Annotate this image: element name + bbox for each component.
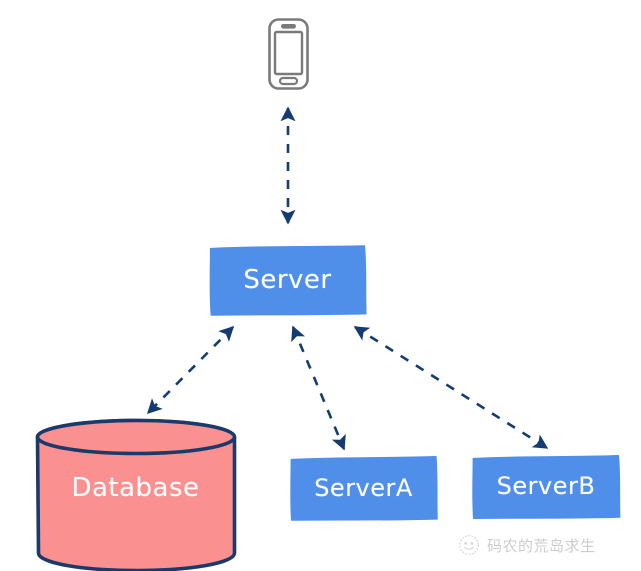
database-cylinder-top-ellipse <box>35 418 237 456</box>
node-client-phone[interactable] <box>268 18 309 90</box>
edge-server-database[interactable] <box>146 325 235 415</box>
node-serverb[interactable] <box>472 455 621 519</box>
mobile-phone-home-button <box>278 76 299 86</box>
server-box-shape <box>209 245 367 316</box>
servera-box-shape <box>290 456 438 521</box>
mobile-phone-speaker-slot <box>281 24 296 29</box>
node-servera[interactable] <box>290 456 438 521</box>
edge-server-database-line <box>146 325 235 415</box>
edge-server-servera[interactable] <box>291 325 346 451</box>
edge-server-servera-line <box>291 325 346 451</box>
edge-server-serverb[interactable] <box>353 325 549 450</box>
edge-server-serverb-line <box>353 325 549 450</box>
node-database[interactable] <box>35 418 237 571</box>
serverb-box-shape <box>472 455 621 519</box>
node-server[interactable] <box>209 245 367 316</box>
mobile-phone-screen <box>273 30 304 76</box>
